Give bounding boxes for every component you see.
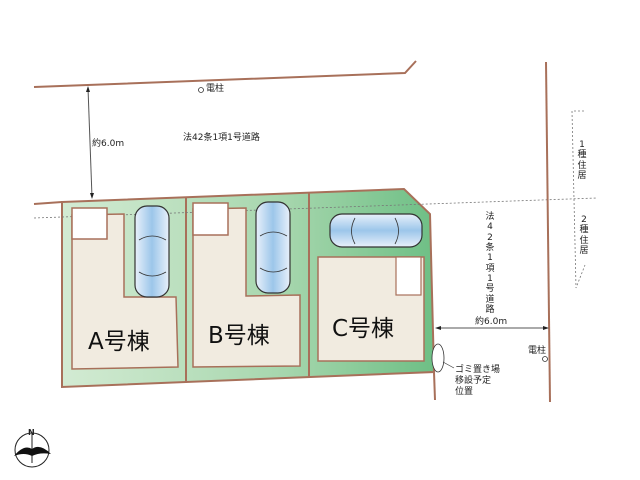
building-a-label: A号棟 [88, 329, 150, 355]
utility-pole-icon [198, 87, 204, 93]
building-b-footprint [192, 202, 301, 368]
building-a-footprint [71, 207, 179, 370]
zoning-lower-label: 2種住居 [579, 215, 589, 257]
top-road-boundary [33, 60, 417, 88]
car-b-icon [255, 201, 291, 294]
building-c-footprint [317, 256, 425, 362]
right-road-width-label: 約6.0m [475, 317, 508, 327]
top-road-width-arrow [86, 86, 94, 199]
building-b-label: B号棟 [208, 323, 270, 349]
top-pole-label: 電柱 [206, 84, 225, 94]
zoning-upper-label: 1種住居 [577, 140, 587, 182]
right-pole-label: 電柱 [528, 346, 547, 356]
garbage-area-icon [431, 343, 445, 373]
car-c-icon [329, 213, 423, 248]
right-road-width-arrow [435, 326, 549, 330]
compass-north-label: N [28, 428, 35, 437]
right-road-name: 法42条1項1号道路 [485, 212, 495, 316]
zoning-bracket [571, 110, 586, 289]
garbage-note-line2: 移設予定 [455, 376, 492, 386]
zoning-boundary-line [33, 197, 598, 219]
right-road-boundary [545, 61, 551, 403]
utility-pole-icon [542, 356, 548, 362]
garbage-note-line3: 位置 [455, 387, 474, 397]
top-road-name: 法42条1項1号道路 [183, 133, 260, 143]
north-compass-icon [14, 432, 51, 468]
top-road-width-label: 約6.0m [92, 139, 125, 149]
garbage-note-line1: ゴミ置き場 [455, 365, 501, 375]
car-a-icon [134, 205, 170, 298]
building-c-label: C号棟 [332, 316, 395, 342]
